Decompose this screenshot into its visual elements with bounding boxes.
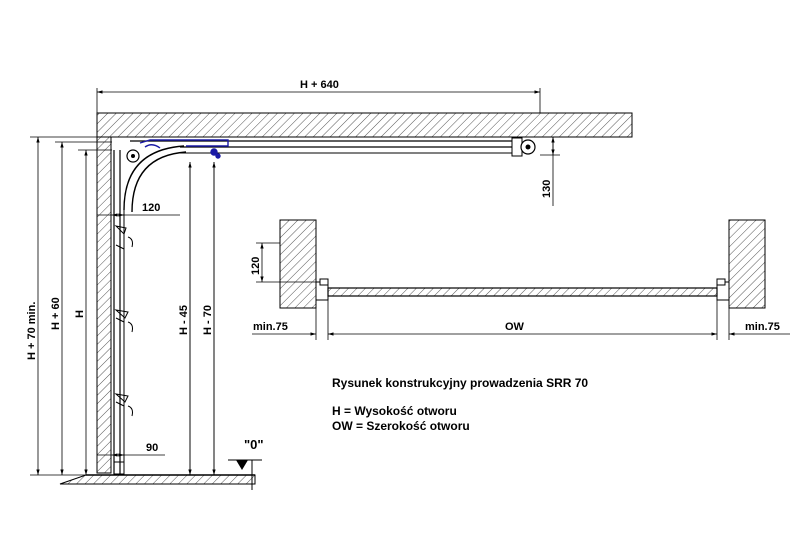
ceiling-beam xyxy=(96,112,633,138)
floor xyxy=(59,474,256,485)
drawing-title: Rysunek konstrukcyjny prowadzenia SRR 70 xyxy=(332,376,588,390)
side-view: H + 640 H + 70 min. H + 60 H H - 45 H - … xyxy=(26,79,633,490)
zero-level-marker xyxy=(228,459,262,490)
label-h-plus-60: H + 60 xyxy=(50,297,62,330)
side-wall xyxy=(96,136,112,474)
curved-guide xyxy=(123,145,187,213)
label-h: H xyxy=(74,310,86,318)
label-d120: 120 xyxy=(142,202,160,214)
top-view: 120 min.75 OW min.75 xyxy=(250,219,790,340)
label-top-d120: 120 xyxy=(250,257,262,275)
left-wall-section xyxy=(279,219,317,309)
vertical-guide-rail xyxy=(113,150,125,475)
label-min-left: min.75 xyxy=(253,321,288,333)
label-d130: 130 xyxy=(541,180,553,198)
label-d90: 90 xyxy=(146,442,158,454)
top-roller-fitting xyxy=(139,139,229,159)
label-ow: OW xyxy=(505,321,525,333)
label-h-plus-70: H + 70 min. xyxy=(26,302,38,360)
door-panel xyxy=(327,287,718,297)
label-h-minus-70: H - 70 xyxy=(202,305,214,335)
label-min-right: min.75 xyxy=(745,321,780,333)
label-h-minus-45: H - 45 xyxy=(178,305,190,335)
label-zero-level: "0" xyxy=(244,437,264,452)
legend-h: H = Wysokość otworu xyxy=(332,404,457,418)
door-hinges xyxy=(114,225,133,417)
legend-ow: OW = Szerokość otworu xyxy=(332,419,470,433)
horizontal-guide-rail xyxy=(130,137,536,157)
label-top-width: H + 640 xyxy=(300,79,339,91)
right-wall-section xyxy=(728,219,766,309)
